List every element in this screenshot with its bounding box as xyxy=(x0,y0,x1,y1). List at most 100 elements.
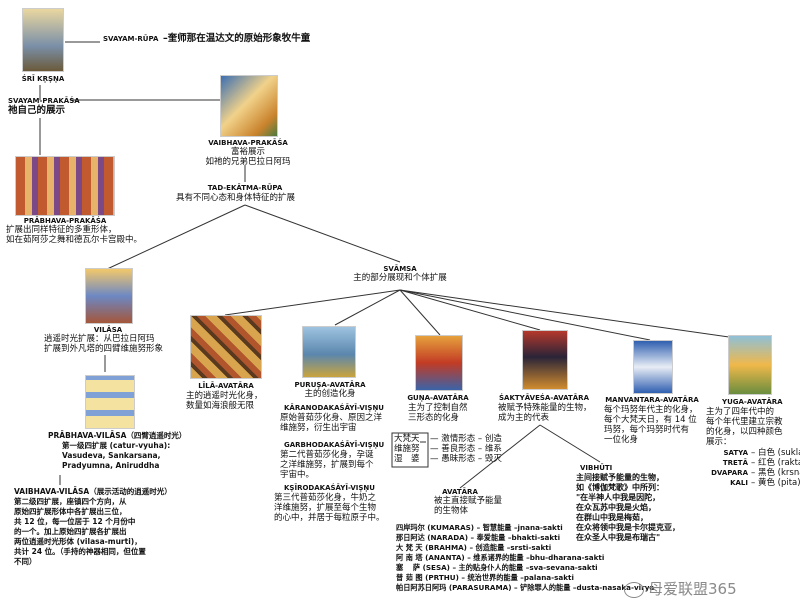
yuga-name: SATYA xyxy=(723,449,748,457)
yuga-color: – 黄色 (pita) xyxy=(751,478,800,488)
prabhava-vilasa-label: PRĀBHAVA-VILĀSA（四臂逍遥时光） xyxy=(48,431,187,440)
watermark: 母爱联盟365 xyxy=(624,578,737,599)
vaibhava-prakasa-label: VAIBHAVA-PRAKĀŚA xyxy=(208,139,288,147)
empowered-item: 塞 萨 (SESA) – 主的贴身仆人的能量 –sva-sevana-sakti xyxy=(396,563,598,572)
line-svamsa-yuga xyxy=(399,289,751,341)
vibhuti-label: VIBHŪTI xyxy=(580,464,613,472)
vaibhava-vilasa-label: VAIBHAVA-VILĀSA（展示活动的逍遥时光） xyxy=(14,487,172,496)
svayam-rupa-label: SVAYAM-RŪPA xyxy=(103,35,159,43)
yuga-avatara-image xyxy=(728,335,772,395)
vaibhava-vilasa-line: 两位逍遥时光形体 (vilasa-murti)， xyxy=(14,537,142,546)
karanodaka-line1: 原始普茹莎化身、原因之洋 xyxy=(280,413,383,423)
vilasa-label: VILĀSA xyxy=(93,326,123,334)
vibhuti-line: 在群山中我是梅茹， xyxy=(576,513,648,522)
vibhuti-line: 主间接赋予能量的生物， xyxy=(576,473,664,482)
ksirodaka-line1: 第三代普茹莎化身，牛奶之 xyxy=(274,493,377,503)
empowered-item: 普 茹 图 (PRTHU) – 统治世界的能量 –palana-sakti xyxy=(396,573,574,582)
vibhuti-line: 在众圣人中我是布瑞古" xyxy=(576,533,661,542)
line-saktyavesa-vibhuti xyxy=(539,424,601,463)
vibhuti-line: 在众将领中我是卡尔提克亚， xyxy=(576,523,680,532)
manvantara-avatara-line2: 每个大梵天日，有 14 位 xyxy=(604,415,697,425)
prabhava-vilasa-line3: Pradyumna, Aniruddha xyxy=(62,461,160,470)
prabhava-vilasa-line2: Vasudeva, Sankarsana, xyxy=(62,451,161,460)
lila-avatara-label: LĪLĀ-AVATĀRA xyxy=(198,382,254,390)
guna-avatara-line1: 主为了控制自然 xyxy=(408,403,468,413)
yuga-color: – 黑色 (krsna) xyxy=(751,468,800,478)
ksirodaka-label: KṢĪRODAKAŚĀYĪ-VIṢṆU xyxy=(284,484,375,492)
empowered-item: 大 梵 天 (BRAHMA) – 创造能量 –srsti-sakti xyxy=(396,543,552,552)
vibhuti-line: 如《博伽梵歌》中所列： xyxy=(576,483,664,492)
guna-mode-2: — 善良形态 – 维系 xyxy=(430,444,502,454)
vilasa-line2: 扩展到外凡塔的四臂维施努形象 xyxy=(44,344,164,354)
line-svamsa-lila xyxy=(224,289,401,316)
vaibhava-vilasa-line: 第二级四扩展，座镇四个方向，从 xyxy=(14,497,127,506)
yuga-avatara-line4: 展示： xyxy=(706,437,732,447)
guna-deity-3: 湿 婆 xyxy=(394,454,420,464)
vilasa-image xyxy=(85,268,133,324)
karanodaka-label: KĀRANODAKAŚĀYĪ-VIṢṆU xyxy=(284,404,384,412)
wechat-icon xyxy=(624,581,644,598)
yuga-avatara-line2: 每个年代里建立宗教 xyxy=(706,417,783,427)
avatara-label: AVATĀRA xyxy=(442,488,478,496)
karanodaka-line2: 维施努，衍生出宇宙 xyxy=(280,423,357,433)
vaibhava-image xyxy=(220,75,278,137)
vibhuti-line: 在众瓦苏中我是火焰， xyxy=(576,503,656,512)
svayam-rupa-desc: –奎师那在温达文的原始形象牧牛童 xyxy=(163,33,311,44)
avatara-line1: 被主直接赋予能量 xyxy=(434,496,503,506)
guna-deity-1: 大梵天 xyxy=(394,434,420,444)
lila-avatara-line2: 数量如海浪般无限 xyxy=(186,401,255,411)
lila-avatara-image xyxy=(190,315,262,379)
empowered-item: 四岸玛尔 (KUMARAS) – 智慧能量 –jnana-sakti xyxy=(396,523,563,532)
yuga-avatara-line1: 主为了四年代中的 xyxy=(706,407,775,417)
vaibhava-vilasa-line: 原始四扩展形体中各扩展出三位， xyxy=(14,507,127,516)
yuga-color: – 红色 (rakta) xyxy=(751,458,800,468)
prabhava-prakasa-label: PRĀBHAVA-PRAKĀŚA xyxy=(23,217,107,225)
avatara-line2: 的生物体 xyxy=(434,506,469,516)
svayam-prakasa-desc: 祂自己的展示 xyxy=(8,105,66,116)
purusa-avatara-label: PURUṢA-AVATĀRA xyxy=(294,381,366,389)
svamsa-label: SVĀMSA xyxy=(383,265,417,273)
manvantara-avatara-line3: 玛努，每个玛努时代有 xyxy=(604,425,690,435)
garbhodaka-line3: 宇宙中。 xyxy=(280,470,315,480)
ksirodaka-line3: 的心中，并居于每粒原子中。 xyxy=(274,513,385,523)
guna-mode-1: — 激情形态 – 创造 xyxy=(430,434,502,444)
prabhava-prakasa-image xyxy=(15,156,115,216)
tad-ekatma-label: TAD-EKĀTMA-RŪPA xyxy=(207,184,283,192)
purusa-avatara-desc: 主的创造化身 xyxy=(304,389,356,399)
line-svamsa-guna xyxy=(399,289,441,336)
guna-mode-3: — 愚昧形态 – 毁灭 xyxy=(430,454,502,464)
guna-deity-2: 维施努 xyxy=(394,444,420,454)
garbhodaka-label: GARBHODAKAŚĀYĪ-VIṢṆU xyxy=(284,441,385,449)
saktyavesa-avatara-image xyxy=(522,330,568,390)
line-svamsa-saktyavesa xyxy=(399,289,541,331)
empowered-item: 帕日阿苏日阿玛 (PARASURAMA) – 铲除罪人的能量 –dusta-na… xyxy=(396,583,655,592)
saktyavesa-avatara-line1: 被赋予特殊能量的生物， xyxy=(498,403,592,413)
guna-avatara-line2: 三形态的化身 xyxy=(408,413,460,423)
yuga-name: KALI xyxy=(730,479,748,487)
manvantara-avatara-label: MANVANTARA-AVATĀRA xyxy=(605,396,699,404)
svamsa-desc: 主的部分展现和个体扩展 xyxy=(353,273,447,283)
purusa-avatara-image xyxy=(302,326,356,378)
vaibhava-vilasa-line: 的一个。加上原始四扩展各扩展出 xyxy=(14,527,127,536)
manvantara-avatara-line4: 一位化身 xyxy=(604,435,639,445)
manvantara-avatara-line1: 每个玛努年代主的化身， xyxy=(604,405,698,415)
sri-krsna-label: ŚRĪ KṚṢṆA xyxy=(21,75,65,83)
prabhava-prakasa-line2: 如在茹阿莎之舞和德瓦尔卡宫殿中。 xyxy=(6,235,143,245)
prabhava-vilasa-image xyxy=(85,375,135,429)
ksirodaka-line2: 洋维施努，扩展至每个生物 xyxy=(274,503,377,513)
svayam-prakasa-label: SVAYAM-PRAKĀŚA xyxy=(8,97,80,105)
prabhava-prakasa-line1: 扩展出同样特征的多重形体， xyxy=(6,225,117,235)
vaibhava-vilasa-line: 共 12 位，每一位居于 12 个月份中 xyxy=(14,517,136,526)
garbhodaka-line2: 之洋维施努，扩展到每个 xyxy=(280,460,374,470)
garbhodaka-line1: 第二代普茹莎化身，孕诞 xyxy=(280,450,374,460)
vilasa-line1: 逍遥时光扩展：从巴拉日阿玛 xyxy=(44,334,155,344)
manvantara-avatara-image xyxy=(633,340,673,394)
guna-avatara-label: GUṆA-AVATĀRA xyxy=(407,394,469,402)
empowered-item: 那日阿达 (NARADA) – 奉爱能量 –bhakti-sakti xyxy=(396,533,561,542)
watermark-text: 母爱联盟365 xyxy=(648,580,737,598)
tad-ekatma-desc: 具有不同心态和身体特征的扩展 xyxy=(176,193,296,203)
yuga-name: TRETĀ xyxy=(722,459,748,467)
yuga-name: DVAPARA xyxy=(711,469,748,477)
saktyavesa-avatara-line2: 成为主的代表 xyxy=(498,413,550,423)
